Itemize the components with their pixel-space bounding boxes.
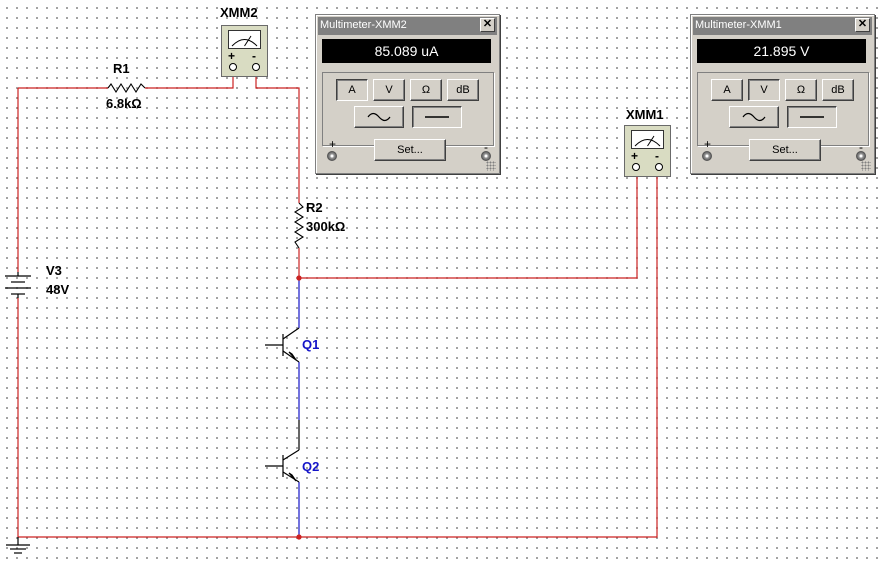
xmm2-ref-label[interactable]: XMM2 bbox=[220, 5, 258, 20]
ac-mode-button[interactable] bbox=[354, 106, 404, 128]
resize-grip-icon[interactable] bbox=[486, 161, 496, 171]
resize-grip-icon[interactable] bbox=[861, 161, 871, 171]
meter-plus-sign: + bbox=[631, 149, 639, 163]
minus-terminal-jack-icon[interactable] bbox=[481, 151, 491, 161]
panel-title: Multimeter-XMM2 bbox=[320, 19, 407, 31]
meter-face-icon bbox=[228, 30, 261, 49]
close-button[interactable]: ✕ bbox=[855, 18, 870, 32]
terminal-pin-icon[interactable] bbox=[655, 163, 663, 171]
needle-gauge-icon bbox=[634, 135, 661, 147]
xmm1-ref-label[interactable]: XMM1 bbox=[626, 107, 664, 122]
battery-v3 bbox=[5, 272, 31, 298]
terminal-pin-icon[interactable] bbox=[252, 63, 260, 71]
dc-mode-button[interactable] bbox=[787, 106, 837, 128]
panel-title-bar[interactable] bbox=[693, 17, 872, 35]
dc-mode-button[interactable] bbox=[412, 106, 462, 128]
panel-title: Multimeter-XMM1 bbox=[695, 19, 782, 31]
meter-plus-sign: + bbox=[228, 49, 236, 63]
minus-terminal-jack-icon[interactable] bbox=[856, 151, 866, 161]
sine-wave-icon bbox=[742, 113, 766, 122]
multimeter-xmm2-panel[interactable]: Multimeter-XMM2 ✕ 85.089 uA A V Ω dB Set… bbox=[315, 14, 500, 174]
mode-ohm-button[interactable]: Ω bbox=[785, 79, 817, 101]
wire-r2-xmm1 bbox=[298, 176, 638, 279]
resistor-r1 bbox=[107, 82, 146, 94]
needle-gauge-icon bbox=[231, 35, 258, 47]
mode-v-button[interactable]: V bbox=[748, 79, 780, 101]
meter-minus-sign: - bbox=[252, 49, 256, 63]
wire-xmm2-r2 bbox=[255, 76, 300, 203]
settings-button[interactable]: Set... bbox=[374, 139, 446, 161]
r2-ref-label[interactable]: R2 bbox=[306, 200, 323, 215]
junction-dot bbox=[296, 534, 302, 540]
q1-ref-label[interactable]: Q1 bbox=[302, 337, 320, 352]
mode-ohm-button[interactable]: Ω bbox=[410, 79, 442, 101]
r2-value-label[interactable]: 300kΩ bbox=[306, 219, 346, 234]
ac-mode-button[interactable] bbox=[729, 106, 779, 128]
q2-ref-label[interactable]: Q2 bbox=[302, 459, 320, 474]
mode-db-button[interactable]: dB bbox=[447, 79, 479, 101]
minus-terminal-label: - bbox=[484, 140, 488, 154]
junction-dot bbox=[296, 275, 302, 281]
close-button[interactable]: ✕ bbox=[480, 18, 495, 32]
v3-ref-label[interactable]: V3 bbox=[46, 263, 62, 278]
sine-wave-icon bbox=[367, 113, 391, 122]
plus-terminal-label: + bbox=[329, 137, 337, 151]
mode-a-button[interactable]: A bbox=[711, 79, 743, 101]
mode-db-button[interactable]: dB bbox=[822, 79, 854, 101]
reading-display: 21.895 V bbox=[697, 39, 866, 63]
v3-value-label[interactable]: 48V bbox=[46, 282, 70, 297]
plus-terminal-jack-icon[interactable] bbox=[702, 151, 712, 161]
plus-terminal-label: + bbox=[704, 137, 712, 151]
terminal-pin-icon[interactable] bbox=[632, 163, 640, 171]
wire-r1-xmm2 bbox=[145, 76, 234, 89]
mode-v-button[interactable]: V bbox=[373, 79, 405, 101]
settings-button[interactable]: Set... bbox=[749, 139, 821, 161]
transistor-q1 bbox=[265, 327, 300, 363]
multimeter-xmm2-symbol[interactable]: + - bbox=[221, 25, 268, 77]
transistor-q2 bbox=[265, 420, 300, 483]
reading-display: 85.089 uA bbox=[322, 39, 491, 63]
multimeter-xmm1-symbol[interactable]: + - bbox=[624, 125, 671, 177]
panel-title-bar[interactable] bbox=[318, 17, 497, 35]
wire-bottom bbox=[18, 176, 658, 538]
meter-face-icon bbox=[631, 130, 664, 149]
ground-symbol bbox=[6, 537, 30, 554]
multimeter-xmm1-panel[interactable]: Multimeter-XMM1 ✕ 21.895 V A V Ω dB Set.… bbox=[690, 14, 875, 174]
plus-terminal-jack-icon[interactable] bbox=[327, 151, 337, 161]
r1-ref-label[interactable]: R1 bbox=[113, 61, 130, 76]
terminal-pin-icon[interactable] bbox=[229, 63, 237, 71]
minus-terminal-label: - bbox=[859, 140, 863, 154]
mode-a-button[interactable]: A bbox=[336, 79, 368, 101]
meter-minus-sign: - bbox=[655, 149, 659, 163]
r1-value-label[interactable]: 6.8kΩ bbox=[106, 96, 142, 111]
dc-line-icon bbox=[800, 116, 824, 118]
dc-line-icon bbox=[425, 116, 449, 118]
resistor-r2 bbox=[293, 202, 305, 249]
